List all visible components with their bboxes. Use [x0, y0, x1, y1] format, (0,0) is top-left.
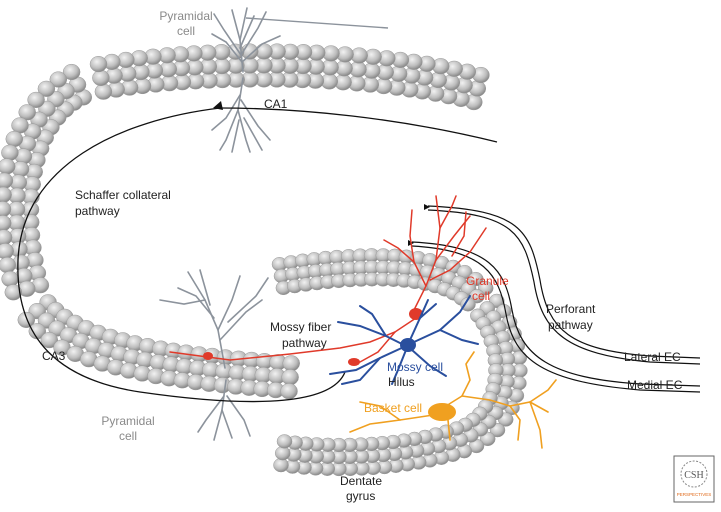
- pyramidal-cell: [0, 257, 17, 274]
- label-schaffer-line2: pathway: [75, 204, 120, 218]
- label-basket-cell: Basket cell: [364, 401, 422, 415]
- pyramidal-cell: [1, 270, 19, 288]
- pyramidal-cell: [17, 311, 36, 328]
- label-medial-ec: Medial EC: [627, 378, 683, 392]
- label-ca1: CA1: [264, 97, 288, 111]
- schaffer-synapse-icon: [213, 101, 223, 110]
- schaffer-collateral-pathway-line: [17, 107, 498, 403]
- label-pyramidal-bottom-line2: cell: [119, 429, 137, 443]
- perforant-arrow-icon: [424, 204, 430, 210]
- pyramidal-cell: [27, 91, 45, 108]
- label-granule-line2: cell: [472, 289, 490, 303]
- pyramidal-cell: [11, 117, 29, 134]
- pyramidal-cell: [94, 83, 113, 100]
- label-mossy-fiber: Mossy fiber: [270, 320, 331, 334]
- logo-sub-text: PERSPECTIVES: [677, 492, 712, 497]
- pyramidal-cell: [282, 355, 300, 372]
- basket-cell-processes: [349, 351, 557, 449]
- label-pyramidal-top: Pyramidal: [159, 9, 212, 23]
- label-granule: Granule: [466, 274, 509, 288]
- pyramidal-cell: [5, 130, 24, 148]
- label-hilus: Hilus: [388, 375, 415, 389]
- label-perforant: Perforant: [546, 302, 596, 316]
- pyramidal-cell: [49, 71, 68, 88]
- label-pyramidal-bottom: Pyramidal: [101, 414, 154, 428]
- dentate-granule-layer: [271, 248, 528, 477]
- pyramidal-cell: [92, 69, 110, 86]
- pyramidal-cell: [1, 144, 19, 161]
- pyramidal-cell: [37, 80, 56, 97]
- mossy-fiber-bouton: [203, 352, 213, 360]
- pyramidal-cell: [281, 369, 299, 386]
- pyramidal-cell: [62, 63, 81, 81]
- mossy-cell-soma: [400, 338, 416, 352]
- mossy-fiber-bouton: [348, 358, 360, 366]
- label-ca3: CA3: [42, 349, 66, 363]
- pyramidal-cell: [18, 104, 36, 121]
- pyramidal-cell: [4, 284, 23, 301]
- label-mossy-cell: Mossy cell: [387, 360, 443, 374]
- perforant-pathway-lines: [411, 205, 701, 393]
- pyramidal-cell: [280, 383, 298, 400]
- logo-main-text: CSH: [684, 470, 703, 481]
- label-lateral-ec: Lateral EC: [624, 350, 681, 364]
- pyramidal-cell: [40, 332, 59, 349]
- label-dentate: Dentate: [340, 474, 382, 488]
- pyramidal-cell: [89, 56, 108, 73]
- csh-perspectives-logo: CSH PERSPECTIVES: [673, 455, 715, 503]
- label-dentate-line2: gyrus: [346, 489, 375, 503]
- pyramidal-cell: [0, 215, 12, 232]
- pyramidal-cell: [0, 201, 12, 218]
- basket-cell-soma: [428, 403, 456, 421]
- ca1-axon-gray: [245, 17, 389, 29]
- pyramidal-cell-layer: [0, 43, 490, 400]
- granule-cell: [276, 434, 293, 449]
- label-schaffer: Schaffer collateral: [75, 188, 171, 202]
- granule-cell: [273, 457, 289, 473]
- ca3-pyramidal-dendrites: [159, 269, 269, 441]
- label-pyramidal-top-line2: cell: [177, 24, 195, 38]
- mossy-cell-dendrites: [329, 295, 479, 385]
- pyramidal-cell: [0, 158, 16, 175]
- label-perforant-line2: pathway: [548, 318, 593, 332]
- ca1-pyramidal-dendrites: [211, 7, 281, 153]
- label-mossy-fiber-line2: pathway: [282, 336, 327, 350]
